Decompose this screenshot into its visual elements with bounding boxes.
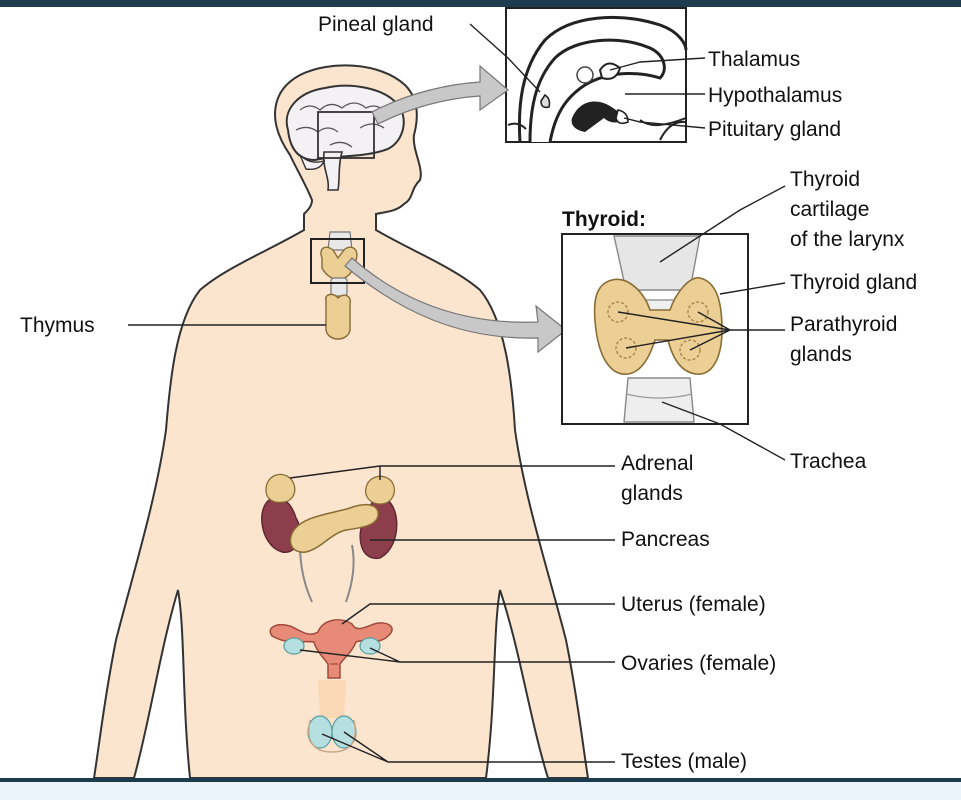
label-testes: Testes (male) [621,750,747,773]
label-parathyroid-line1: Parathyroid [790,313,897,336]
bottom-frame-strip [0,782,961,800]
bottom-frame-bar [0,778,961,800]
label-pituitary-gland: Pituitary gland [708,118,841,141]
brain-inset [506,8,686,142]
label-parathyroid-line2: glands [790,343,852,366]
label-adrenal-line2: glands [621,482,683,505]
label-pineal-gland: Pineal gland [318,13,434,36]
body-silhouette [94,65,588,778]
label-thyroid-cartilage-line3: of the larynx [790,228,905,251]
label-adrenal-line1: Adrenal [621,452,693,475]
label-hypothalamus: Hypothalamus [708,84,842,107]
label-trachea: Trachea [790,450,867,473]
label-thyroid-cartilage-line2: cartilage [790,198,869,221]
label-pancreas: Pancreas [621,528,710,551]
label-thyroid-cartilage-line1: Thyroid [790,168,860,191]
label-thyroid-heading: Thyroid: [562,208,646,231]
label-thymus: Thymus [20,314,95,337]
label-thalamus: Thalamus [708,48,800,71]
label-uterus: Uterus (female) [621,593,766,616]
label-ovaries: Ovaries (female) [621,652,776,675]
label-thyroid-gland: Thyroid gland [790,271,917,294]
